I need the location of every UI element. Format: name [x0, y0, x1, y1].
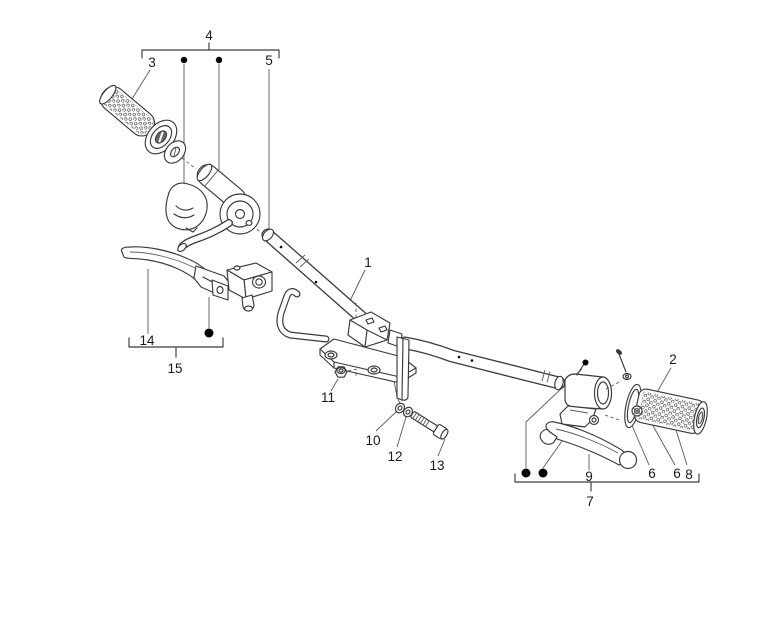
right-brake-lever — [539, 421, 638, 470]
callout-14: 14 — [139, 333, 155, 348]
callout-13: 13 — [429, 458, 444, 473]
callout-8: 8 — [685, 467, 693, 482]
bolt — [410, 411, 449, 440]
callout-11: 11 — [321, 390, 335, 405]
switch-housing — [165, 182, 208, 231]
callout-12: 12 — [387, 449, 402, 464]
cable-guide-loop — [276, 288, 330, 343]
callout-labels: 4 3 5 1 2 14 15 11 10 12 13 9 6 6 8 7 — [139, 28, 692, 509]
marker-dot — [215, 56, 223, 64]
grip-screws — [615, 349, 643, 417]
callout-bracket-4 — [131, 42, 280, 241]
flange-nut — [334, 366, 359, 378]
right-lever-mount — [559, 359, 622, 428]
handlebar-tube — [261, 228, 566, 391]
grip-washer — [163, 140, 187, 164]
callout-bracket-15 — [128, 269, 224, 358]
callout-leaders-center — [330, 269, 446, 457]
left-master-cylinder — [211, 262, 273, 312]
marker-dot — [538, 468, 548, 478]
callout-3: 3 — [148, 55, 156, 70]
marker-dot — [180, 56, 188, 64]
right-grip — [624, 383, 708, 435]
callout-4: 4 — [205, 28, 213, 43]
callout-7: 7 — [586, 494, 594, 509]
marker-dot — [521, 468, 531, 478]
callout-1: 1 — [364, 255, 372, 270]
callout-6a: 6 — [648, 466, 656, 481]
callout-15: 15 — [167, 361, 182, 376]
callout-6b: 6 — [673, 466, 681, 481]
callout-5: 5 — [265, 53, 273, 68]
callout-2: 2 — [669, 352, 677, 367]
callout-9: 9 — [585, 469, 593, 484]
lever-ball-end — [618, 450, 638, 470]
left-grip — [99, 84, 187, 164]
handlebar-clamp — [319, 303, 417, 401]
washers-and-bolt — [394, 402, 449, 440]
callout-10: 10 — [365, 433, 380, 448]
throttle-assembly — [165, 157, 263, 253]
marker-dot — [204, 328, 214, 338]
